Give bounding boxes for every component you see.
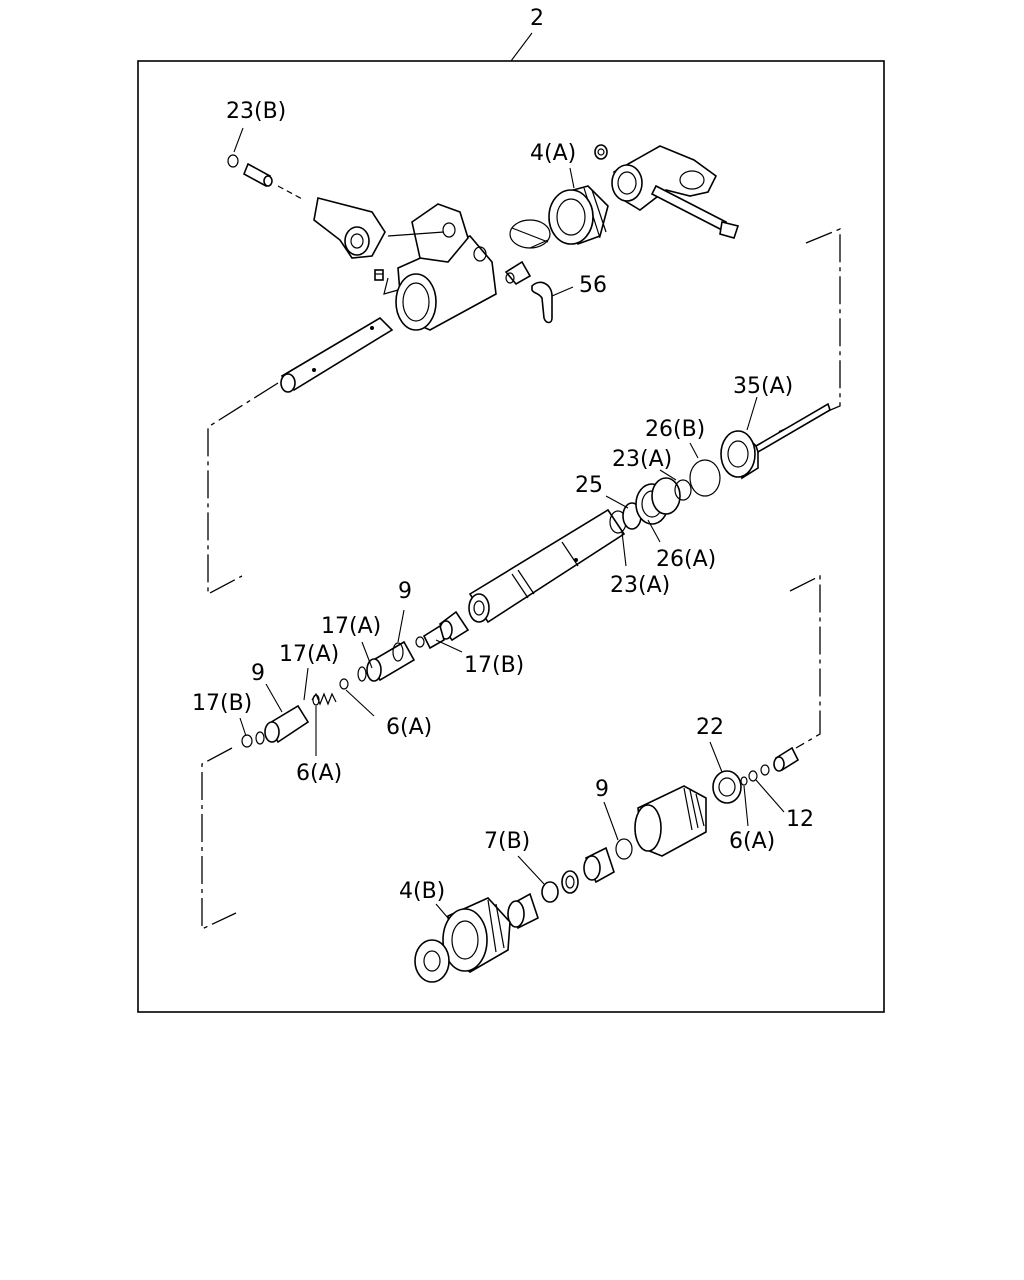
- leader-lines: [233, 127, 785, 919]
- threaded-housing: [634, 785, 707, 857]
- routing-lines: [201, 228, 841, 931]
- label-9-middle: 9: [251, 661, 265, 686]
- guide-sleeve: [507, 892, 539, 930]
- label-17b-upper: 17(B): [464, 653, 524, 678]
- label-23a-upper: 23(A): [612, 447, 672, 472]
- label-25: 25: [575, 473, 603, 498]
- valve-seat-upper: [357, 640, 416, 682]
- label-17a-upper: 17(A): [321, 614, 381, 639]
- piston-4b: [442, 897, 511, 973]
- hose-56: [531, 281, 553, 324]
- o-ring-26b: [689, 459, 721, 497]
- middle-spool-group: [241, 402, 831, 748]
- ring-stack: [609, 477, 681, 534]
- poppet-upper: [415, 610, 470, 650]
- yoke-housing: [611, 145, 718, 211]
- label-17b-lower: 17(B): [192, 691, 252, 716]
- callout-labels: 23(B) 4(A) 56 35(A) 26(B) 23(A) 25 26(A)…: [192, 99, 814, 904]
- pin-short: [242, 162, 273, 188]
- cam-lever: [313, 197, 386, 259]
- spool-sleeve: [468, 508, 626, 624]
- plug-bolt: [773, 746, 800, 772]
- assembly-leader: [510, 32, 533, 62]
- snap-ring-23b: [227, 154, 239, 168]
- valve-body: [387, 203, 497, 331]
- label-6a-middle: 6(A): [296, 761, 342, 786]
- bottom-cylinder-group: [414, 746, 800, 983]
- end-washer: [414, 939, 450, 983]
- label-22: 22: [696, 715, 724, 740]
- label-9-lower: 9: [595, 777, 609, 802]
- valve-seat-lower: [255, 704, 310, 745]
- label-7b: 7(B): [484, 829, 530, 854]
- piston-4a: [548, 185, 609, 246]
- label-6a-lower: 6(A): [729, 829, 775, 854]
- main-shaft-top: [280, 316, 394, 393]
- diagram-frame: [137, 60, 885, 1013]
- small-bearing: [561, 870, 579, 894]
- spring-and-rings: [311, 678, 349, 706]
- assembly-number-label: 2: [530, 6, 544, 31]
- label-26a: 26(A): [656, 547, 716, 572]
- label-9-upper: 9: [398, 579, 412, 604]
- label-23b-top: 23(B): [226, 99, 286, 124]
- label-35a: 35(A): [733, 374, 793, 399]
- bushing: [583, 846, 615, 884]
- union-fitting: [504, 260, 532, 286]
- ball-6a: [740, 776, 748, 786]
- small-nut: [594, 144, 608, 160]
- label-4b: 4(B): [399, 879, 445, 904]
- label-12: 12: [786, 807, 814, 832]
- snap-ring-23a-upper: [674, 479, 692, 501]
- washer-12: [748, 770, 758, 782]
- top-valve-body-group: [227, 144, 740, 393]
- label-56: 56: [579, 273, 607, 298]
- spring-clip: [509, 219, 551, 249]
- washer-22: [712, 770, 742, 804]
- o-ring-17b-lower: [241, 734, 253, 748]
- yoke-bolt: [650, 184, 740, 239]
- label-4a: 4(A): [530, 141, 576, 166]
- washer-7b: [541, 881, 559, 903]
- label-23a-lower: 23(A): [610, 573, 670, 598]
- end-cap-35a: [720, 402, 831, 480]
- label-6a-upper: 6(A): [386, 715, 432, 740]
- set-screw: [374, 269, 384, 281]
- label-17a-lower: 17(A): [279, 642, 339, 667]
- label-26b: 26(B): [645, 417, 705, 442]
- o-ring-9-lower: [615, 838, 633, 860]
